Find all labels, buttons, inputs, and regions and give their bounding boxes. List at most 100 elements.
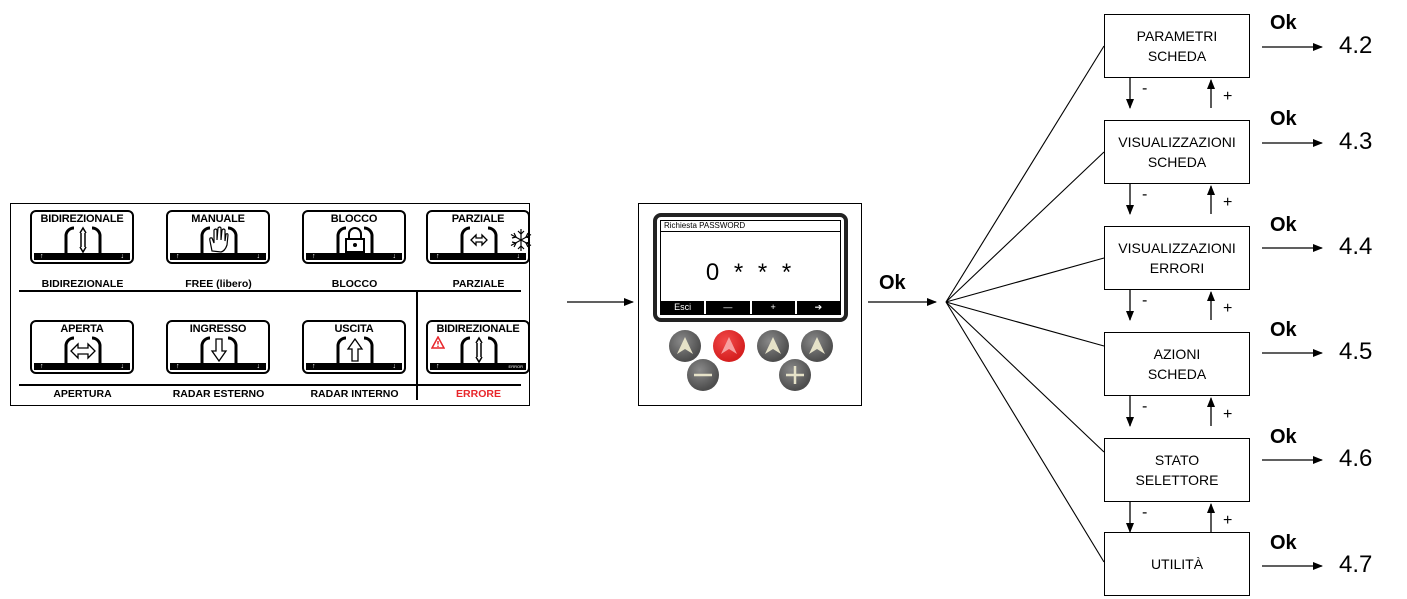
button-3[interactable] [757, 330, 789, 362]
minus-label: - [1142, 504, 1148, 521]
mode-display-title: USCITA [334, 323, 374, 335]
bidirectional-arrows-icon [64, 226, 102, 254]
fan-lines [945, 45, 1105, 563]
mode-label: BLOCCO [331, 278, 378, 290]
selector-modes-panel: BIDIREZIONALE ↑↓ BIDIREZIONALE MANUALE ↑… [10, 203, 532, 408]
minus-icon [694, 373, 712, 377]
mode-display-title: BLOCCO [330, 213, 378, 225]
keypad-device: Richiesta PASSWORD 0 * * * Esci — + ➔ [638, 203, 862, 406]
ok-arrows [1262, 43, 1323, 570]
softkey-plus[interactable]: + [751, 301, 795, 314]
ok-label: Ok [1270, 108, 1297, 130]
mode-cell-errore: BIDIREZIONALE ↑ERROR ERRORE [421, 316, 544, 408]
menu-line2: ERRORI [1149, 260, 1205, 276]
up-chevron-icon [721, 337, 737, 354]
section-ref: 4.2 [1339, 32, 1373, 59]
plus-label: + [1223, 406, 1233, 423]
mode-display: APERTA ↑↓ [30, 320, 134, 374]
mode-display: BIDIREZIONALE ↑↓ [30, 210, 134, 264]
menu-line1: STATO [1154, 452, 1200, 468]
mode-display-softkeys: ↑ERROR [430, 363, 526, 370]
menu-line1: VISUALIZZAZIONI [1118, 240, 1236, 256]
mode-label: RADAR INTERNO [310, 388, 399, 400]
mode-display: USCITA ↑↓ [302, 320, 406, 374]
minus-label: - [1142, 292, 1148, 309]
mode-cell-manuale: MANUALE ↑↓ FREE (libero) [161, 206, 284, 298]
mode-display: BIDIREZIONALE ↑ERROR [426, 320, 530, 374]
minus-button[interactable] [687, 359, 719, 391]
mode-display-title: INGRESSO [189, 323, 247, 335]
screen-softkeys: Esci — + ➔ [661, 301, 840, 314]
mode-cell-parziale: PARZIALE ↑↓ PARZIALE [421, 206, 544, 298]
mode-label: PARZIALE [452, 278, 505, 290]
menu-line2: SELETTORE [1135, 472, 1219, 488]
open-arrows-icon [64, 336, 102, 363]
section-ref: 4.7 [1339, 551, 1373, 578]
mode-cell-blocco: BLOCCO ↑↓ BLOCCO [297, 206, 420, 298]
softkey-minus[interactable]: — [706, 301, 750, 314]
softkey-esci[interactable]: Esci [661, 301, 705, 314]
plus-label: + [1223, 300, 1233, 317]
menu-visualizzazioni-errori[interactable]: VISUALIZZAZIONI ERRORI [1104, 226, 1250, 290]
mode-display-softkeys: ↑↓ [430, 253, 526, 260]
ok-label: Ok [1270, 12, 1297, 34]
keypad-screen-inner: Richiesta PASSWORD 0 * * * Esci — + ➔ [660, 220, 841, 315]
plus-label: + [1223, 88, 1233, 105]
button-4[interactable] [801, 330, 833, 362]
panel-divider [416, 290, 418, 400]
menu-stato-selettore[interactable]: STATO SELETTORE [1104, 438, 1250, 502]
menu-line2: SCHEDA [1147, 366, 1207, 382]
mode-cell-bidirezionale: BIDIREZIONALE ↑↓ BIDIREZIONALE [25, 206, 148, 298]
mode-cell-uscita: USCITA ↑↓ RADAR INTERNO [297, 316, 420, 408]
mode-display: PARZIALE ↑↓ [426, 210, 530, 264]
menu-utilita[interactable]: UTILITÀ [1104, 532, 1250, 596]
panel-divider [19, 290, 521, 292]
up-arrow-icon [336, 336, 374, 363]
plus-label: + [1223, 194, 1233, 211]
mode-display-softkeys: ↑↓ [306, 363, 402, 370]
menu-line1: UTILITÀ [1150, 556, 1204, 572]
button-1[interactable] [669, 330, 701, 362]
password-value: 0 * * * [705, 259, 796, 286]
section-ref: 4.3 [1339, 128, 1373, 155]
partial-arrows-icon [460, 226, 498, 253]
mode-display-title: PARZIALE [451, 213, 505, 225]
mode-display-softkeys: ↑↓ [170, 363, 266, 370]
screen-title: Richiesta PASSWORD [664, 221, 746, 230]
mode-display-title: APERTA [60, 323, 104, 335]
softkey-next[interactable]: ➔ [796, 301, 840, 314]
snowflake-icon [510, 229, 532, 251]
mode-label: RADAR ESTERNO [172, 388, 265, 400]
ok-label-center: Ok [879, 272, 906, 294]
mode-display-softkeys: ↑↓ [34, 253, 130, 260]
section-ref: 4.6 [1339, 445, 1373, 472]
up-chevron-icon [765, 337, 781, 354]
button-2-red[interactable] [713, 330, 745, 362]
menu-line2: SCHEDA [1147, 154, 1207, 170]
mode-label: FREE (libero) [185, 278, 252, 290]
plus-label: + [1223, 512, 1233, 529]
mode-display-softkeys: ↑↓ [306, 253, 402, 260]
plus-icon [786, 366, 804, 384]
mode-display: BLOCCO ↑↓ [302, 210, 406, 264]
ok-label: Ok [1270, 426, 1297, 448]
up-chevron-icon [809, 337, 825, 354]
mode-display: INGRESSO ↑↓ [166, 320, 270, 374]
down-arrow-icon [200, 336, 238, 363]
keypad-screen: Richiesta PASSWORD 0 * * * Esci — + ➔ [653, 213, 848, 322]
ok-label: Ok [1270, 319, 1297, 341]
plus-button[interactable] [779, 359, 811, 391]
minus-label: - [1142, 186, 1148, 203]
mode-label: ERRORE [456, 388, 501, 400]
mode-cell-ingresso: INGRESSO ↑↓ RADAR ESTERNO [161, 316, 284, 408]
minus-label: - [1142, 80, 1148, 97]
up-chevron-icon [677, 337, 693, 354]
warning-icon [431, 336, 445, 349]
menu-line1: PARAMETRI [1136, 28, 1218, 44]
screen-divider [661, 231, 840, 232]
padlock-icon [336, 226, 374, 253]
